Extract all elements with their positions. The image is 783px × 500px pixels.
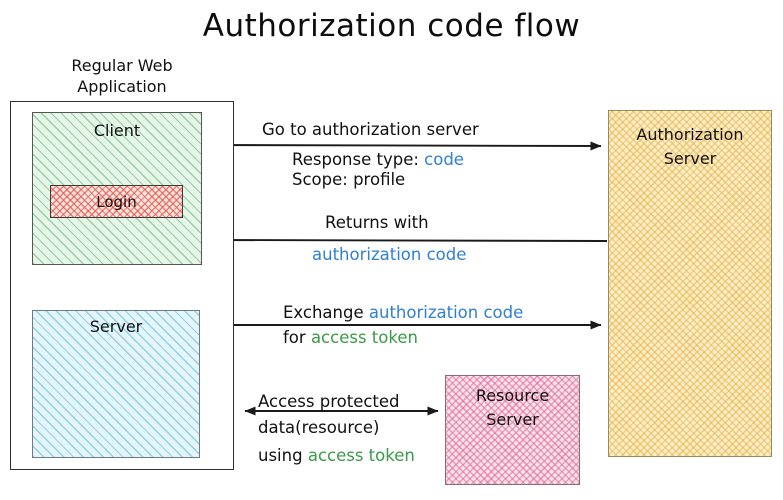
step3-line2-label: for access token (283, 328, 418, 347)
step4-access-token-value: access token (307, 446, 415, 465)
step1-response-type-label: Response type: code (292, 150, 464, 169)
step1-response-type-prefix: Response type: (292, 150, 425, 169)
page-title: Authorization code flow (202, 8, 581, 44)
authorization-server-box[interactable]: Authorization Server (608, 110, 772, 457)
step3-authorization-code-value: authorization code (368, 303, 524, 322)
step3-for-prefix: for (283, 328, 311, 347)
step3-line1-label: Exchange authorization code (283, 303, 523, 322)
step1-scope-prefix: Scope: (292, 170, 354, 189)
arrow-step1-client-to-authorization-server (202, 141, 602, 151)
step1-main-label: Go to authorization server (262, 120, 479, 139)
client-label: Client (93, 121, 141, 140)
authorization-server-label: Authorization Server (609, 123, 771, 171)
server-label: Server (89, 317, 143, 336)
step4-using-prefix: using (258, 446, 308, 465)
resource-server-label-line1: Resource (475, 386, 550, 405)
step4-line3-label: using access token (258, 446, 415, 465)
server-box[interactable]: Server (32, 310, 200, 458)
step1-scope-value: profile (353, 170, 406, 189)
regular-web-application-label-line2: Application (77, 77, 167, 96)
login-button-box[interactable]: Login (50, 185, 183, 218)
arrow-step2-authorization-server-to-client (209, 235, 608, 245)
step3-exchange-prefix: Exchange (283, 303, 369, 322)
step4-line1-label: Access protected (258, 392, 400, 411)
regular-web-application-label-line1: Regular Web (71, 56, 173, 75)
step4-line2-label: data(resource) (258, 418, 380, 437)
step3-access-token-value: access token (310, 328, 418, 347)
authorization-server-label-line2: Server (663, 149, 717, 168)
step1-scope-label: Scope: profile (292, 170, 405, 189)
resource-server-box[interactable]: Resource Server (445, 375, 580, 485)
resource-server-label: Resource Server (446, 384, 579, 432)
step1-response-type-value: code (424, 150, 464, 169)
regular-web-application-label: Regular Web Application (10, 55, 234, 97)
step2-main-label: Returns with (325, 213, 429, 232)
resource-server-label-line2: Server (486, 410, 539, 429)
login-label: Login (96, 193, 137, 211)
authorization-server-label-line1: Authorization (636, 125, 744, 144)
step2-authorization-code-label: authorization code (312, 245, 467, 264)
